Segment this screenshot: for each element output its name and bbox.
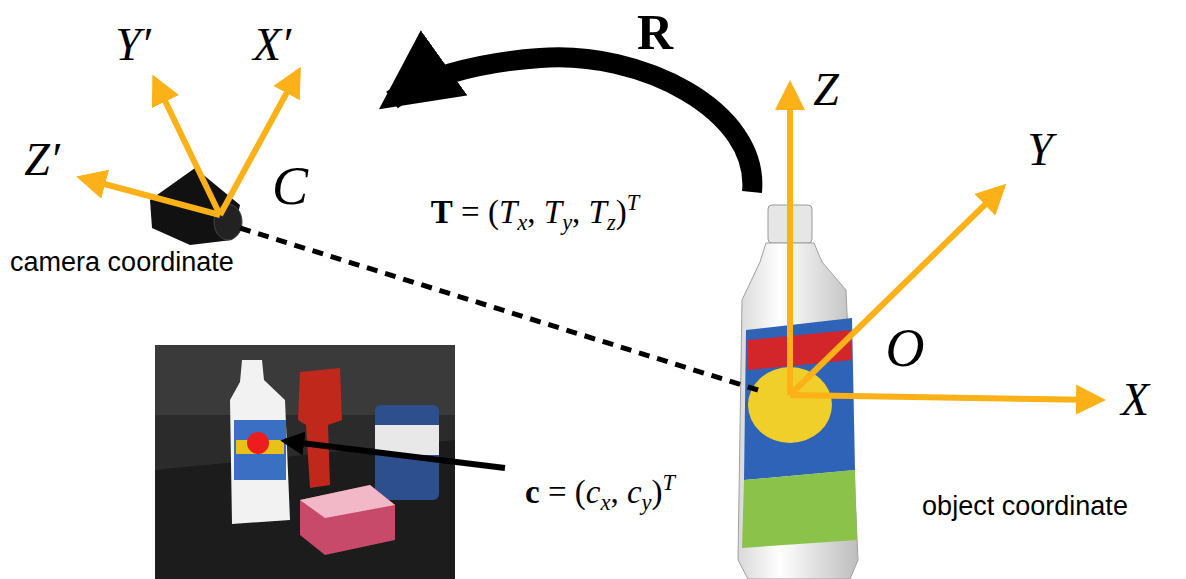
object-axes: [790, 86, 1100, 400]
glyph: [619, 476, 627, 509]
glyph: x: [600, 492, 610, 514]
glyph: (: [488, 196, 499, 229]
glyph: n: [1075, 493, 1090, 520]
translation-line: [240, 228, 758, 390]
glyph: c: [586, 476, 601, 509]
glyph: d: [160, 249, 175, 276]
frame-caption: object coordinate: [922, 493, 1128, 520]
glyph: t: [211, 249, 219, 276]
glyph: t: [987, 493, 995, 520]
glyph: c: [973, 493, 987, 520]
glyph: y: [562, 212, 572, 234]
glyph: t: [1105, 493, 1113, 520]
glyph: r: [1045, 493, 1054, 520]
glyph: c: [525, 476, 540, 509]
glyph: b: [937, 493, 952, 520]
axis-label: X: [1121, 377, 1149, 423]
glyph: o: [136, 249, 151, 276]
frame-caption: camera coordinate: [10, 249, 234, 276]
glyph: T: [431, 196, 453, 229]
glyph: T: [627, 192, 639, 214]
glyph: ,: [610, 476, 618, 509]
projection-arrow: [285, 441, 505, 468]
rotation-arrow: [392, 57, 752, 192]
glyph: Z: [813, 67, 839, 113]
glyph: c: [1002, 493, 1016, 520]
translation-formula: T = (Tx, Ty, Tz)T: [431, 196, 639, 229]
glyph: Y: [1027, 127, 1053, 173]
glyph: e: [219, 249, 234, 276]
glyph: ): [616, 196, 627, 229]
glyph: ′: [141, 22, 151, 68]
glyph: T: [544, 196, 562, 229]
glyph: o: [1030, 493, 1045, 520]
glyph: e: [958, 493, 973, 520]
glyph: =: [461, 196, 480, 229]
glyph: [580, 196, 588, 229]
bottle-model: [738, 205, 858, 579]
glyph: a: [1090, 493, 1105, 520]
glyph: e: [61, 249, 76, 276]
projection-formula: c = (cx, cy)T: [525, 476, 675, 509]
glyph: ): [652, 476, 663, 509]
glyph: =: [548, 476, 567, 509]
glyph: [994, 493, 1002, 520]
glyph: T: [589, 196, 607, 229]
origin-label: C: [272, 159, 308, 213]
glyph: [540, 476, 548, 509]
glyph: (: [575, 476, 586, 509]
axis-label: X′: [253, 22, 291, 68]
glyph: i: [175, 249, 181, 276]
glyph: T: [499, 196, 517, 229]
glyph: n: [181, 249, 196, 276]
glyph: C: [272, 159, 308, 213]
glyph: x: [517, 212, 527, 234]
glyph: m: [39, 249, 62, 276]
glyph: ,: [572, 196, 580, 229]
glyph: c: [10, 249, 24, 276]
glyph: T: [663, 472, 675, 494]
rotation-label: R: [637, 7, 673, 57]
glyph: a: [85, 249, 100, 276]
glyph: o: [121, 249, 136, 276]
glyph: a: [196, 249, 211, 276]
glyph: [567, 476, 575, 509]
glyph: ,: [527, 196, 535, 229]
glyph: o: [1015, 493, 1030, 520]
glyph: ′: [281, 22, 291, 68]
glyph: X: [1121, 377, 1149, 423]
glyph: j: [952, 493, 958, 520]
axis-label: Z: [813, 67, 839, 113]
glyph: [453, 196, 461, 229]
glyph: Y: [115, 22, 141, 68]
axis-label: Z′: [24, 137, 60, 183]
glyph: [480, 196, 488, 229]
glyph: r: [76, 249, 85, 276]
glyph: c: [108, 249, 122, 276]
glyph: c: [627, 476, 642, 509]
glyph: d: [1054, 493, 1069, 520]
axis-label: Y′: [115, 22, 151, 68]
glyph: r: [151, 249, 160, 276]
glyph: o: [922, 493, 937, 520]
glyph: ′: [50, 137, 60, 183]
glyph: Z: [24, 137, 50, 183]
glyph: X: [253, 22, 281, 68]
camera-axes: [82, 72, 298, 215]
glyph: y: [642, 492, 652, 514]
glyph: [100, 249, 108, 276]
origin-label: O: [886, 321, 925, 375]
glyph: z: [607, 212, 616, 234]
glyph: R: [637, 7, 673, 57]
photo-inset: [155, 345, 455, 579]
glyph: O: [886, 321, 925, 375]
glyph: [536, 196, 544, 229]
axis-label: Y: [1027, 127, 1053, 173]
glyph: e: [1113, 493, 1128, 520]
glyph: a: [24, 249, 39, 276]
glyph: i: [1069, 493, 1075, 520]
